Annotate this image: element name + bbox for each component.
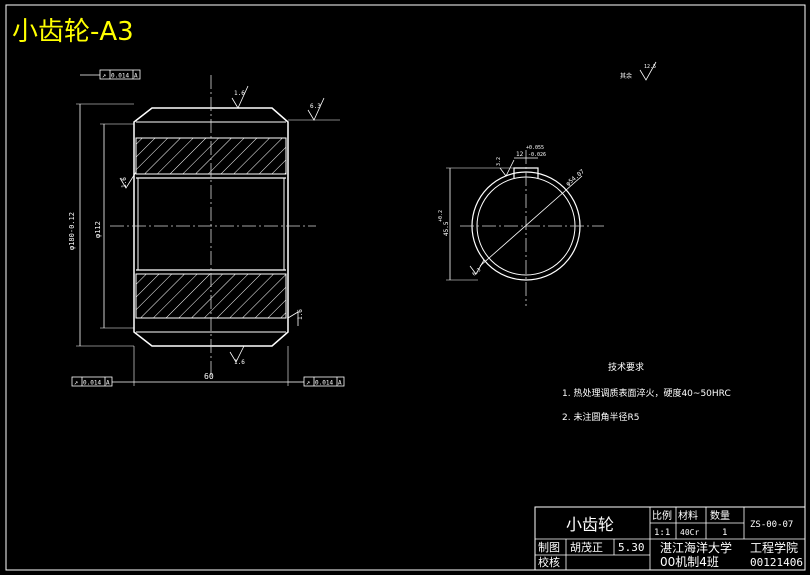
- dim-width-label: 60: [204, 372, 214, 381]
- side-roughness-key: 3.2: [496, 157, 515, 177]
- roughness-symbol-1: 1.6: [231, 85, 249, 109]
- tb-school: 湛江海洋大学: [660, 540, 732, 555]
- svg-text:1.6: 1.6: [234, 359, 245, 366]
- tb-h-scale: 比例: [652, 509, 672, 522]
- svg-text:6.3: 6.3: [310, 103, 321, 110]
- roughness-symbol-4: 1.6: [287, 309, 304, 326]
- svg-text:0.014: 0.014: [111, 73, 129, 80]
- tb-material: 40Cr: [680, 528, 699, 537]
- svg-text:3.2: 3.2: [496, 157, 502, 166]
- tb-date: 5.30: [618, 541, 645, 554]
- dim-keyway-tol2: -0.026: [528, 152, 546, 158]
- dim-side-height: 45.5: [443, 221, 450, 236]
- tb-student-no: 00121406: [750, 556, 803, 569]
- svg-text:A: A: [106, 380, 110, 387]
- dim-keyway-width: 12: [516, 151, 524, 158]
- runout-frame-bottom-right: ↗ 0.014 A: [288, 376, 345, 387]
- tb-drawing-no: ZS-00-07: [750, 520, 793, 530]
- drawing-frame: [5, 4, 806, 571]
- svg-text:其余: 其余: [620, 72, 632, 80]
- side-roughness-bore: 6.3: [469, 259, 485, 278]
- svg-text:1.6: 1.6: [297, 309, 304, 320]
- roughness-symbol-3: 1.6: [119, 171, 137, 189]
- title-block: 小齿轮 比例 材料 数量 1:1 40Cr 1 ZS-00-07 制图 胡茂正 …: [534, 506, 806, 571]
- tb-h-material: 材料: [678, 509, 698, 522]
- dim-keyway-tol: +0.055: [526, 145, 544, 151]
- svg-text:↗: ↗: [306, 379, 310, 387]
- tb-drafter-label: 制图: [538, 541, 560, 554]
- tech-heading: 技术要求: [608, 361, 644, 373]
- roughness-symbol-5: 1.6: [229, 345, 245, 366]
- diameter-leader: [479, 175, 583, 267]
- tech-item-2: 2. 未注圆角半径R5: [562, 411, 639, 423]
- side-view: φ54.07 45.5 +0.2 12 +0.055 -0.026 3.2 6.…: [438, 61, 657, 306]
- svg-text:1.6: 1.6: [121, 177, 128, 188]
- svg-text:1.6: 1.6: [234, 90, 245, 97]
- tb-college: 工程学院: [750, 540, 798, 555]
- runout-frame-bottom-left: ↗ 0.014 A: [71, 376, 134, 387]
- gear-section-outline: [133, 107, 289, 347]
- tb-class: 00机制4班: [660, 555, 719, 569]
- tech-requirements: 技术要求 1. 热处理调质表面淬火，硬度40~50HRC 2. 未注圆角半径R5: [562, 361, 731, 423]
- dim-side-height-tol: +0.2: [438, 210, 444, 222]
- svg-text:↗: ↗: [74, 379, 78, 387]
- dim-side-diameter: φ54.07: [565, 168, 586, 188]
- tb-checker-label: 校核: [538, 555, 560, 569]
- svg-text:↗: ↗: [102, 72, 106, 80]
- tb-h-qty: 数量: [710, 509, 730, 522]
- svg-text:0.014: 0.014: [83, 380, 101, 387]
- sheet-title: 小齿轮-A3: [12, 17, 134, 47]
- roughness-symbol-2: 6.3: [288, 97, 340, 121]
- tb-drafter-name: 胡茂正: [570, 540, 603, 554]
- dim-bore-label: φ112: [94, 221, 102, 238]
- tb-scale: 1:1: [654, 528, 670, 538]
- svg-text:A: A: [338, 380, 342, 387]
- svg-text:0.014: 0.014: [315, 380, 333, 387]
- other-roughness-note: 其余 12.5: [620, 61, 657, 81]
- svg-text:12.5: 12.5: [644, 64, 656, 70]
- front-view: φ180-0.12 φ112 60 ↗ 0.014 A ↗ 0.014 A: [68, 69, 345, 387]
- tb-qty: 1: [722, 528, 727, 538]
- tb-part-name: 小齿轮: [566, 515, 614, 534]
- dim-outer-label: φ180-0.12: [68, 212, 76, 250]
- tech-item-1: 1. 热处理调质表面淬火，硬度40~50HRC: [562, 387, 731, 399]
- runout-frame-top-left: ↗ 0.014 A: [80, 69, 141, 80]
- svg-text:A: A: [134, 73, 138, 80]
- svg-text:6.3: 6.3: [471, 267, 482, 277]
